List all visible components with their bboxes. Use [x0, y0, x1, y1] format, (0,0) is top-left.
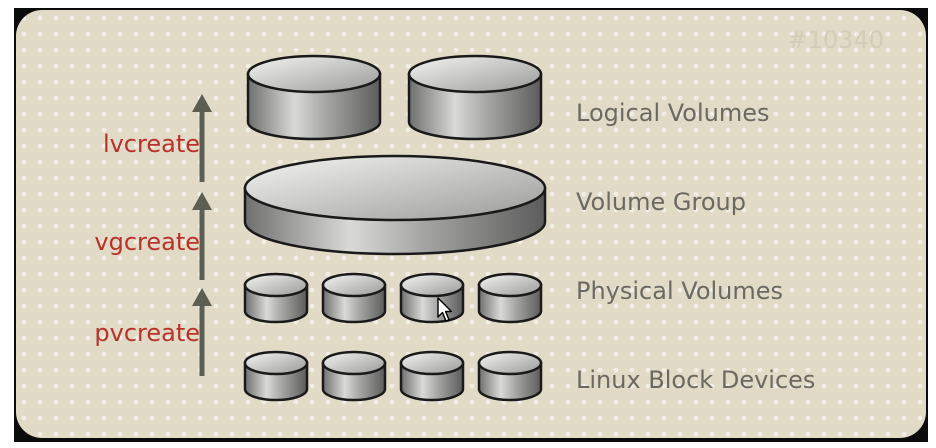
lvm-diagram-panel: #10340 — [16, 10, 926, 438]
volume-group-label: Volume Group — [576, 188, 746, 216]
logical-volume-disk — [407, 54, 543, 141]
block-device-disk — [399, 350, 465, 402]
diagram-canvas — [192, 54, 547, 402]
physical-volume-disk — [399, 272, 465, 324]
logical-volumes-label: Logical Volumes — [576, 99, 770, 127]
physical-volume-disk — [477, 272, 543, 324]
block-device-disk — [321, 350, 387, 402]
block-device-disk — [477, 350, 543, 402]
physical-volumes-label: Physical Volumes — [576, 277, 784, 305]
arrow-up-icon — [192, 288, 212, 376]
arrow-up-icon — [192, 192, 212, 280]
arrow-up-icon — [192, 94, 212, 182]
pvcreate-command: pvcreate — [94, 319, 200, 347]
mouse-pointer-icon — [437, 297, 453, 322]
vgcreate-command: vgcreate — [94, 228, 200, 256]
volume-group-disk — [243, 154, 547, 256]
logical-volume-disk — [246, 54, 382, 141]
block-device-disk — [243, 350, 309, 402]
physical-volume-disk — [243, 272, 309, 324]
lvcreate-command: lvcreate — [102, 130, 200, 158]
linux-block-devices-label: Linux Block Devices — [576, 366, 816, 394]
physical-volume-disk — [321, 272, 387, 324]
watermark: #10340 — [787, 26, 884, 54]
